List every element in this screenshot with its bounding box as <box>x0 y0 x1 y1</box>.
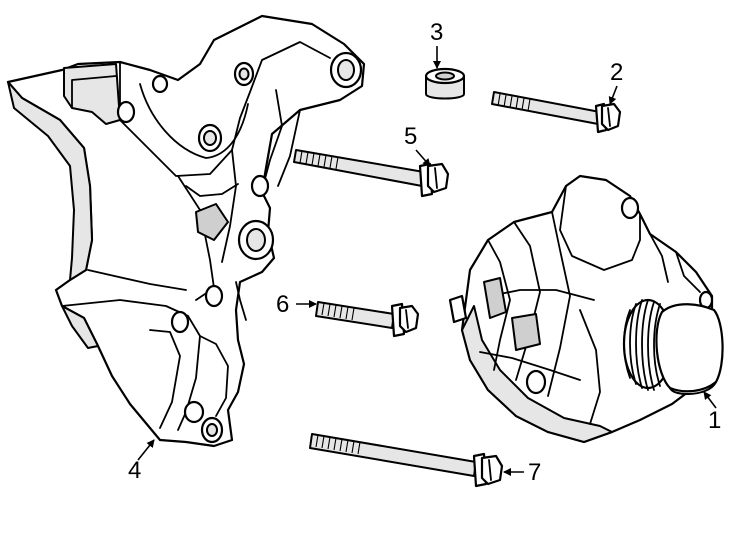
callout-6: 6 <box>276 291 317 318</box>
callout-7-label: 7 <box>528 459 541 486</box>
callout-6-label: 6 <box>276 291 289 318</box>
bolt-2 <box>491 91 622 134</box>
bolt-7 <box>309 433 504 488</box>
callout-7: 7 <box>503 459 541 486</box>
callout-4: 4 <box>128 439 155 484</box>
callout-2: 2 <box>608 59 623 105</box>
spacer-sleeve <box>424 67 466 100</box>
callout-4-label: 4 <box>128 457 141 484</box>
callout-2-label: 2 <box>610 59 623 86</box>
callout-5-label: 5 <box>404 123 417 150</box>
callout-5: 5 <box>404 123 431 167</box>
callout-3-label: 3 <box>430 19 443 46</box>
callout-1: 1 <box>703 391 721 434</box>
alternator <box>448 174 724 444</box>
mounting-bracket <box>6 14 366 448</box>
bolt-5 <box>293 149 450 198</box>
callout-1-label: 1 <box>708 407 721 434</box>
bolt-6 <box>315 301 420 338</box>
callout-3: 3 <box>430 19 443 69</box>
